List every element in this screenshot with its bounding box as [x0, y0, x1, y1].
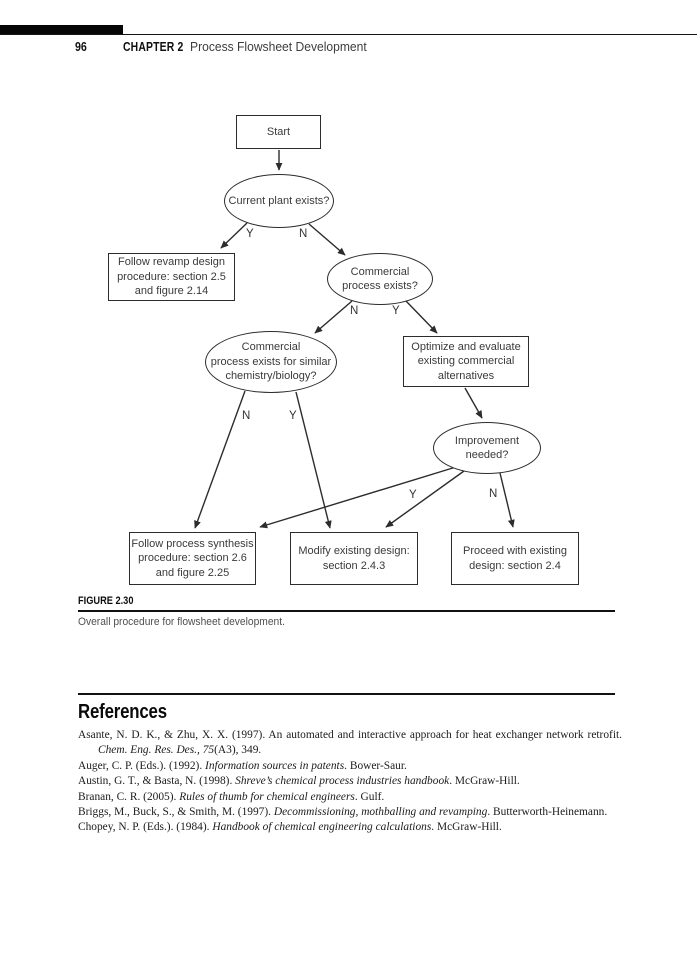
- arrow-commercial-no-similar: [314, 300, 353, 334]
- flowchart-node-modify-design: Modify existing design: section 2.4.3: [290, 532, 418, 585]
- flowchart-node-current-plant-exists: Current plant exists?: [224, 174, 334, 228]
- chapter-title: Process Flowsheet Development: [190, 39, 367, 54]
- reference-item: Chopey, N. P. (Eds.). (1984). Handbook o…: [78, 821, 502, 834]
- section-rule: [78, 692, 615, 695]
- branch-label-similar-no: N: [242, 410, 251, 422]
- header-rule: [0, 33, 697, 35]
- arrow-current-no-commercial: [308, 223, 346, 256]
- flowchart-node-optimize-existing: Optimize and evaluate existing commercia…: [403, 336, 529, 387]
- reference-item: Briggs, M., Buck, S., & Smith, M. (1997)…: [78, 806, 608, 819]
- references-list: Asante, N. D. K., & Zhu, X. X. (1997). A…: [78, 728, 622, 836]
- branch-label-commercial-yes: Y: [392, 305, 400, 317]
- arrow-improvement-synthesis: [259, 466, 457, 529]
- references-heading: References: [78, 701, 167, 723]
- header-black-bar: [0, 25, 123, 35]
- flowchart-node-similar-chemistry: Commercial process exists for similar ch…: [205, 331, 337, 393]
- flowchart-node-start: Start: [236, 115, 321, 149]
- arrow-improvement-no-proceed: [499, 472, 515, 528]
- branch-label-current-no: N: [299, 228, 308, 240]
- arrow-optimize-improvement: [464, 387, 483, 419]
- arrow-commercial-yes-optimize: [405, 300, 438, 334]
- arrow-similar-yes-modify: [295, 391, 332, 529]
- flowchart-node-follow-revamp: Follow revamp design procedure: section …: [108, 253, 235, 301]
- branch-label-commercial-no: N: [350, 305, 359, 317]
- figure-label: FIGURE 2.30: [78, 595, 134, 607]
- reference-item: Asante, N. D. K., & Zhu, X. X. (1997). A…: [78, 729, 622, 757]
- branch-label-improvement-no: N: [489, 488, 498, 500]
- flowchart-node-commercial-process-exists: Commercial process exists?: [327, 253, 433, 305]
- flowchart-node-follow-synthesis: Follow process synthesis procedure: sect…: [129, 532, 256, 585]
- page-number: 96: [75, 39, 87, 54]
- arrow-improvement-yes-modify: [385, 470, 465, 528]
- reference-item: Austin, G. T., & Basta, N. (1998). Shrev…: [78, 775, 520, 788]
- figure-caption: Overall procedure for flowsheet developm…: [78, 616, 285, 628]
- branch-label-current-yes: Y: [246, 228, 254, 240]
- branch-label-similar-yes: Y: [289, 410, 297, 422]
- reference-item: Branan, C. R. (2005). Rules of thumb for…: [78, 790, 385, 803]
- flowchart-node-proceed-design: Proceed with existing design: section 2.…: [451, 532, 579, 585]
- branch-label-improvement-yes: Y: [409, 489, 417, 501]
- arrow-current-yes-revamp: [220, 222, 248, 249]
- chapter-label: CHAPTER 2: [123, 39, 184, 54]
- flowchart-node-improvement-needed: Improvement needed?: [433, 422, 541, 474]
- figure-caption-rule: [78, 609, 615, 612]
- arrow-similar-no-synthesis: [194, 390, 246, 529]
- reference-item: Auger, C. P. (Eds.). (1992). Information…: [78, 759, 407, 772]
